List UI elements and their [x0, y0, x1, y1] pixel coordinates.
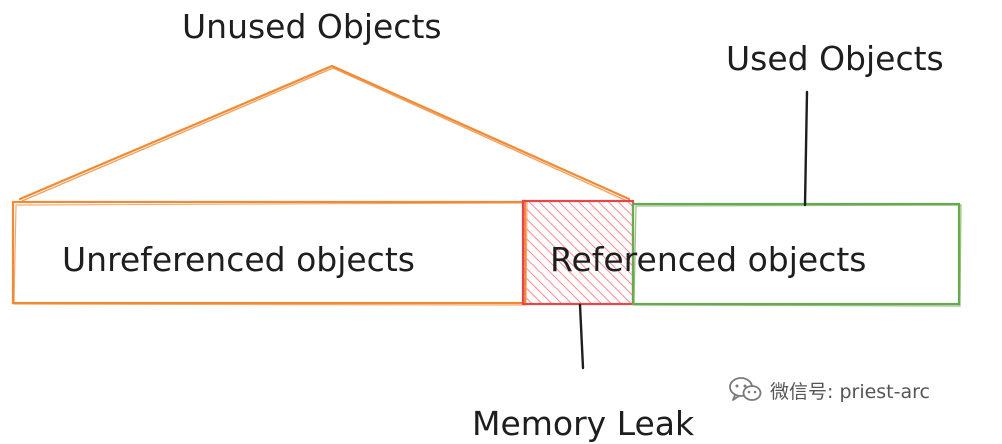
memory-leak-label: Memory Leak	[472, 404, 695, 443]
unused-objects-label: Unused Objects	[182, 7, 442, 46]
referenced-objects-label: Referenced objects	[550, 240, 867, 279]
wechat-icon	[729, 377, 762, 401]
memory-leak-connector	[578, 303, 585, 370]
unreferenced-objects-label: Unreferenced objects	[62, 240, 415, 279]
watermark: 微信号: priest-arc	[728, 376, 930, 404]
memory-leak-region	[521, 199, 635, 306]
referenced-objects-box	[631, 202, 962, 307]
used-objects-connector	[803, 90, 809, 207]
used-objects-label: Used Objects	[726, 39, 944, 78]
watermark-text: 微信号: priest-arc	[770, 380, 930, 403]
unused-objects-bracket	[18, 64, 631, 202]
